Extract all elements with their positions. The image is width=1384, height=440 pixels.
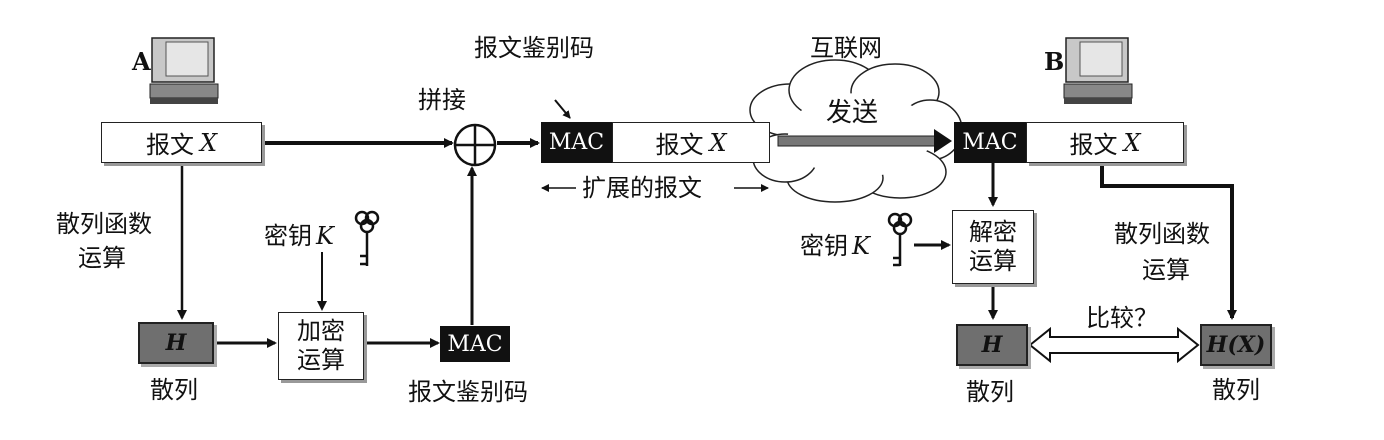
mac-box-a: MAC [440,326,510,362]
hash-label-b-right: 散列 [1212,376,1260,404]
mac-label-top: 报文鉴别码 [474,34,594,62]
concat-label: 拼接 [418,86,466,114]
hash-label-a: 散列 [150,376,198,404]
sender-name: A [132,47,151,76]
extended-message-var: X [709,128,727,157]
message-label-b: 报文 [1069,131,1118,159]
hash-op-label-b-2: 运算 [1142,256,1190,284]
send-label: 发送 [826,98,879,128]
receiver-name: B [1044,47,1065,76]
hash-box-b-left: H [956,324,1028,366]
decrypt-line-1: 解密 [969,218,1017,247]
message-label: 报文 [145,131,194,159]
internet-label: 互联网 [810,34,882,62]
compare-label: 比较？ [1086,304,1158,332]
decrypt-line-2: 运算 [969,247,1017,275]
message-var: X [199,128,218,157]
send-arrow [777,129,952,153]
computer-a-icon [149,37,219,104]
message-var-b: X [1123,128,1141,157]
hash-box-a: H [138,322,214,364]
decrypt-box: 解密 运算 [952,210,1034,284]
encrypt-line-2: 运算 [297,346,345,374]
computer-b-icon [1063,37,1133,104]
key-icon-receiver [887,212,913,267]
key-label-b-text: 密钥 [800,232,848,260]
hash-op-label-a-1: 散列函数 [56,210,152,238]
encrypt-box: 加密 运算 [278,312,364,380]
key-var-a: K [316,222,334,250]
extended-message-label: 报文 [655,131,704,159]
mac-label-a: 报文鉴别码 [408,378,528,406]
encrypt-line-1: 加密 [297,317,345,346]
hash-op-label-b-1: 散列函数 [1114,220,1210,248]
key-label-text: 密钥 [264,222,312,250]
mac-box-extended: MAC [541,122,612,163]
mac-box-b: MAC [954,122,1026,163]
hash-op-label-a-2: 运算 [78,244,126,272]
extended-caption: 扩展的报文 [582,174,702,202]
hash-box-b-right: H(X) [1200,324,1272,366]
arrow-message-to-hash-b [1100,163,1237,320]
hash-label-b-left: 散列 [966,378,1014,406]
key-var-b: K [852,232,870,260]
concat-operator-icon [453,123,497,167]
compare-double-arrow [1028,326,1200,364]
key-icon-sender [354,210,380,266]
internet-cloud-icon [749,59,963,203]
arrow-mac-label [554,99,571,119]
